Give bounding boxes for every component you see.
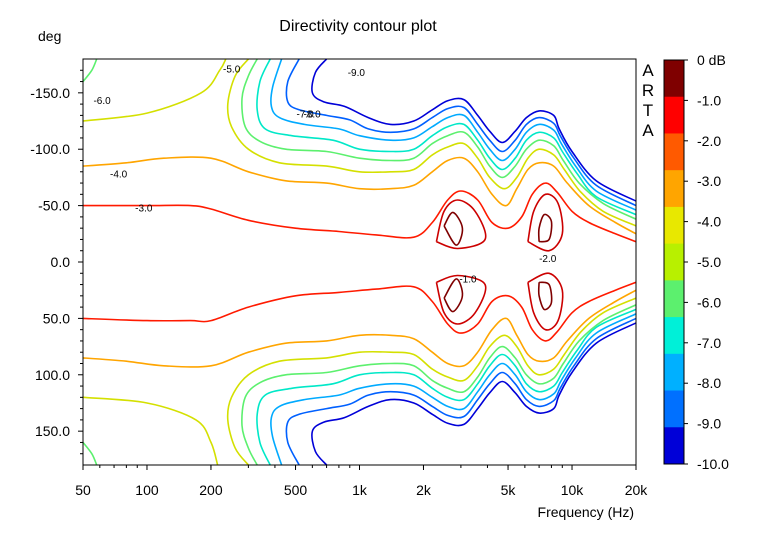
y-axis-ticks: -150.0 -100.0 -50.0 0.0 50.0 100.0 150.0 <box>30 69 83 455</box>
y-tick-label: 50.0 <box>43 310 70 326</box>
contour-line-m5-12 <box>83 59 227 122</box>
contour-line-m3-9 <box>83 281 636 342</box>
contour-line-m10-27 <box>311 322 636 465</box>
contour-line-m1-0 <box>443 211 464 246</box>
colorbar-label: -6.0 <box>697 294 721 310</box>
contour-line-m5-14 <box>226 59 636 227</box>
chart-title: Directivity contour plot <box>279 18 437 35</box>
contour-label-5: -4.0 <box>110 169 128 180</box>
contour-line-m2-5 <box>527 193 564 252</box>
x-tick-label: 500 <box>284 482 308 498</box>
contour-line-m5-13 <box>83 396 219 465</box>
colorbar-swatch <box>664 170 684 208</box>
contour-label-0: -9.0 <box>348 68 366 79</box>
watermark-letter: T <box>643 101 653 120</box>
colorbar-swatch <box>664 353 684 392</box>
colorbar-swatch <box>664 280 684 318</box>
contour-line-m4-11 <box>83 289 636 368</box>
colorbar-label: -10.0 <box>697 456 729 472</box>
contour-line-m4-10 <box>83 156 636 235</box>
contour-line-m8-23 <box>270 313 636 465</box>
contour-lines <box>83 59 636 465</box>
contour-line-m7-20 <box>256 59 636 216</box>
contour-line-m5-15 <box>226 297 636 465</box>
colorbar-swatch <box>664 317 684 355</box>
x-tick-label: 10k <box>561 482 585 498</box>
x-tick-label: 1k <box>352 482 368 498</box>
contour-label-7: -1.0 <box>459 274 477 285</box>
contour-label-1: -5.0 <box>223 65 241 76</box>
contour-line-m2-7 <box>527 272 564 331</box>
contour-line-m8-22 <box>270 59 636 211</box>
y-tick-label: 100.0 <box>35 367 70 383</box>
x-axis-ticks: 50 100 200 500 1k 2k 5k 10k 20k <box>75 465 648 498</box>
colorbar-swatch <box>664 427 684 465</box>
colorbar-label: -1.0 <box>697 92 721 108</box>
contour-line-m3-8 <box>83 182 636 243</box>
y-tick-label: 0.0 <box>51 254 71 270</box>
contour-line-m6-16 <box>83 59 98 83</box>
colorbar-label: -2.0 <box>697 133 721 149</box>
contour-label-3: -7.0 <box>296 110 314 121</box>
watermark-letter: A <box>642 121 654 140</box>
colorbar-swatch <box>664 133 684 171</box>
contour-line-m7-21 <box>256 308 636 465</box>
colorbar-label: -7.0 <box>697 335 721 351</box>
contour-label-8: -2.0 <box>539 254 557 265</box>
contour-line-m1-1 <box>537 213 553 243</box>
colorbar-label: -5.0 <box>697 254 721 270</box>
contour-line-m6-17 <box>83 441 98 465</box>
x-tick-label: 200 <box>199 482 223 498</box>
y-tick-label: -50.0 <box>38 198 70 214</box>
x-tick-label: 5k <box>501 482 517 498</box>
contour-line-m2-4 <box>435 199 487 250</box>
y-tick-label: -150.0 <box>30 85 70 101</box>
x-tick-label: 2k <box>416 482 432 498</box>
contour-line-m10-26 <box>311 59 636 202</box>
colorbar-label: 0 dB <box>697 52 726 68</box>
contour-line-m6-18 <box>241 59 636 220</box>
contour-line-m1-3 <box>537 281 553 311</box>
contour-label-2: -6.0 <box>93 96 111 107</box>
x-tick-label: 100 <box>135 482 159 498</box>
contour-line-m1-2 <box>443 278 464 313</box>
y-tick-label: -100.0 <box>30 141 70 157</box>
contour-line-m2-6 <box>435 274 487 325</box>
contour-line-m9-24 <box>285 59 636 207</box>
watermark-letter: A <box>642 61 654 80</box>
contour-line-m6-19 <box>241 304 636 465</box>
watermark-letter: R <box>642 81 654 100</box>
colorbar-label: -4.0 <box>697 214 721 230</box>
x-axis-label: Frequency (Hz) <box>538 504 634 520</box>
contour-line-m9-25 <box>285 317 636 465</box>
y-tick-label: 150.0 <box>35 423 70 439</box>
colorbar-swatch <box>664 96 684 134</box>
x-tick-label: 50 <box>75 482 91 498</box>
colorbar-label: -8.0 <box>697 375 721 391</box>
colorbar-swatch <box>664 60 684 98</box>
colorbar: 0 dB -1.0 -2.0 -3.0 -4.0 -5.0 -6.0 -7.0 -8.0 -9.0… <box>663 52 729 472</box>
colorbar-swatch <box>664 243 684 281</box>
colorbar-swatch <box>664 206 684 245</box>
contour-labels: -9.0 -5.0 -6.0 -7.0-8.0 -4.0 -3.0 -1.0 -2.0 <box>93 65 556 286</box>
contour-label-6: -3.0 <box>135 203 153 214</box>
x-tick-label: 20k <box>625 482 649 498</box>
y-axis-label: deg <box>38 28 61 44</box>
colorbar-swatch <box>664 390 684 428</box>
colorbar-label: -3.0 <box>697 173 721 189</box>
contour-label-4: -8.0 <box>303 110 321 121</box>
colorbar-label: -9.0 <box>697 416 721 432</box>
plot-area: -9.0 -5.0 -6.0 -7.0-8.0 -4.0 -3.0 -1.0 -2.0 <box>82 58 637 466</box>
